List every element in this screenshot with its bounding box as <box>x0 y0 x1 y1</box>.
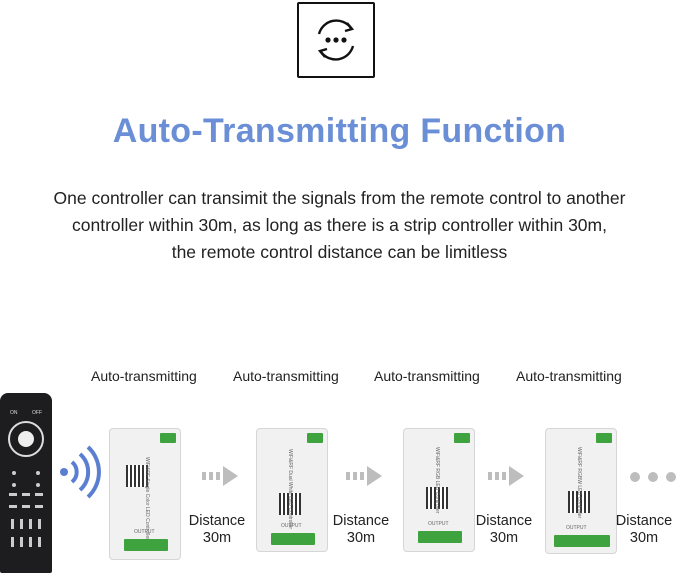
distance-text: Distance <box>475 513 533 529</box>
relay-label: Auto-transmitting <box>374 368 480 384</box>
description-line: One controller can transimit the signals… <box>53 188 626 208</box>
distance-label: Distance 30m <box>326 513 396 547</box>
controller-label: WiFi&RF RGB LED Controller <box>434 447 440 514</box>
description-line: controller within 30m, as long as there … <box>72 215 607 235</box>
distance-value: 30m <box>629 530 659 546</box>
distance-label: Distance 30m <box>609 513 679 547</box>
relay-label: Auto-transmitting <box>516 368 622 384</box>
controller-label: WiFi&RF RGBW LED Controller <box>576 447 582 519</box>
ellipsis-icon <box>630 472 676 482</box>
dashed-arrow-icon <box>202 466 238 486</box>
controller-3: WiFi&RF RGB LED Controller OUTPUT <box>403 428 475 552</box>
controller-label: WiFi&RF Single Color LED Controller <box>144 457 150 540</box>
wireless-signal-icon <box>60 445 101 499</box>
controller-2: WiFi&RF Dual White LED Controller OUTPUT <box>256 428 328 552</box>
distance-label: Distance 30m <box>182 513 252 547</box>
distance-value: 30m <box>202 530 232 546</box>
controller-4: WiFi&RF RGBW LED Controller OUTPUT <box>545 428 617 554</box>
output-label: OUTPUT <box>428 521 449 527</box>
relay-label: Auto-transmitting <box>91 368 197 384</box>
header-icon-box <box>297 2 375 78</box>
remote-dial <box>8 421 44 457</box>
cycle-chat-icon <box>317 19 355 61</box>
distance-text: Distance <box>188 513 246 529</box>
distance-label: Distance 30m <box>469 513 539 547</box>
output-label: OUTPUT <box>134 529 155 535</box>
controller-1: WiFi&RF Single Color LED Controller OUTP… <box>109 428 181 560</box>
page-title: Auto-Transmitting Function <box>112 112 567 150</box>
output-label: OUTPUT <box>281 523 302 529</box>
distance-value: 30m <box>489 530 519 546</box>
distance-text: Distance <box>615 513 673 529</box>
dashed-arrow-icon <box>488 466 524 486</box>
remote-off-label: OFF <box>32 410 42 416</box>
description: One controller can transimit the signals… <box>0 185 679 266</box>
controller-label: WiFi&RF Dual White LED Controller <box>287 449 293 530</box>
output-label: OUTPUT <box>566 525 587 531</box>
dashed-arrow-icon <box>346 466 382 486</box>
remote-control: ON OFF <box>0 393 52 573</box>
distance-text: Distance <box>332 513 390 529</box>
relay-label: Auto-transmitting <box>233 368 339 384</box>
description-line: the remote control distance can be limit… <box>171 242 508 262</box>
remote-on-label: ON <box>10 410 18 416</box>
distance-value: 30m <box>346 530 376 546</box>
remote-buttons <box>9 471 43 547</box>
